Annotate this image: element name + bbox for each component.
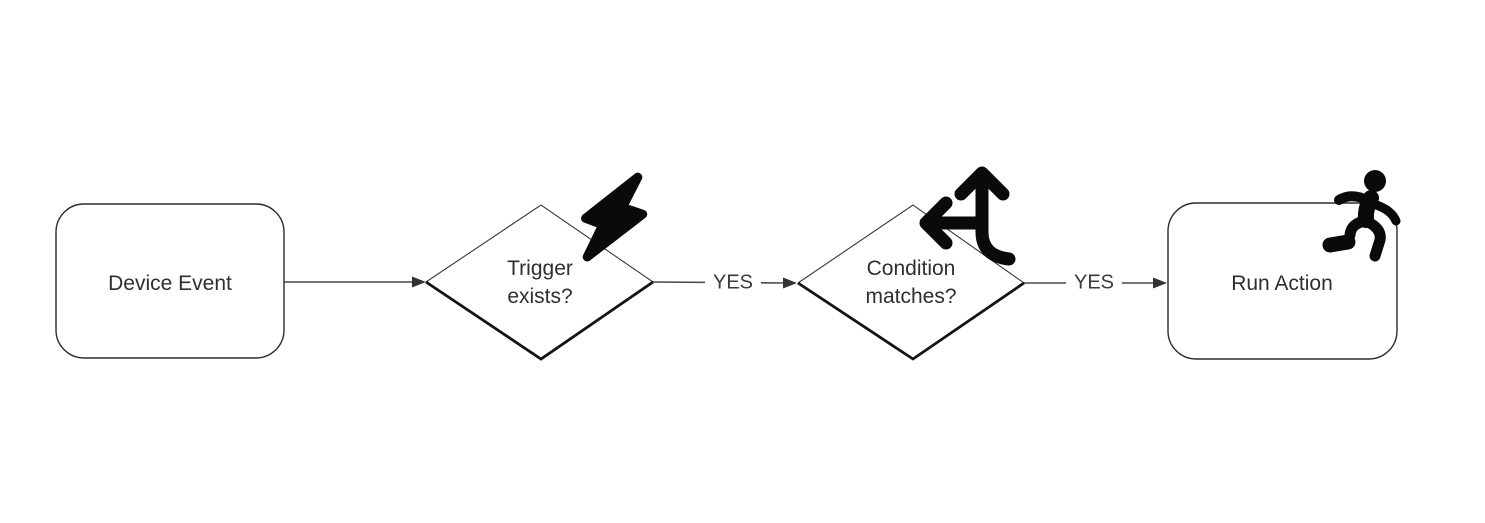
diamond-top-edges (425, 204, 654, 283)
lightning-bolt-icon (581, 172, 648, 262)
diamond-bottom-edges (797, 281, 1025, 361)
node-label-run-action: Run Action (1231, 272, 1333, 295)
node-label-condition-matches: Condition matches? (865, 255, 956, 311)
edge-device-to-trigger (284, 276, 426, 288)
node-device-event (55, 203, 285, 359)
label-line-2: exists? (507, 285, 573, 308)
edge-label-yes-2: YES (1065, 271, 1123, 295)
running-person-icon (1322, 170, 1401, 262)
branch-arrows-icon (919, 166, 1016, 266)
arrowhead-icon (1153, 277, 1167, 289)
node-label-device-event: Device Event (108, 272, 232, 295)
node-label-trigger-exists: Trigger exists? (507, 255, 573, 311)
arrowhead-icon (783, 277, 797, 289)
label-line-2: matches? (865, 285, 957, 308)
label-line-1: Condition (866, 257, 956, 280)
label-line-1: Trigger (507, 257, 573, 280)
edge-label-yes-1: YES (704, 271, 762, 295)
diamond-bottom-edges (425, 280, 654, 361)
arrowhead-icon (412, 276, 426, 288)
